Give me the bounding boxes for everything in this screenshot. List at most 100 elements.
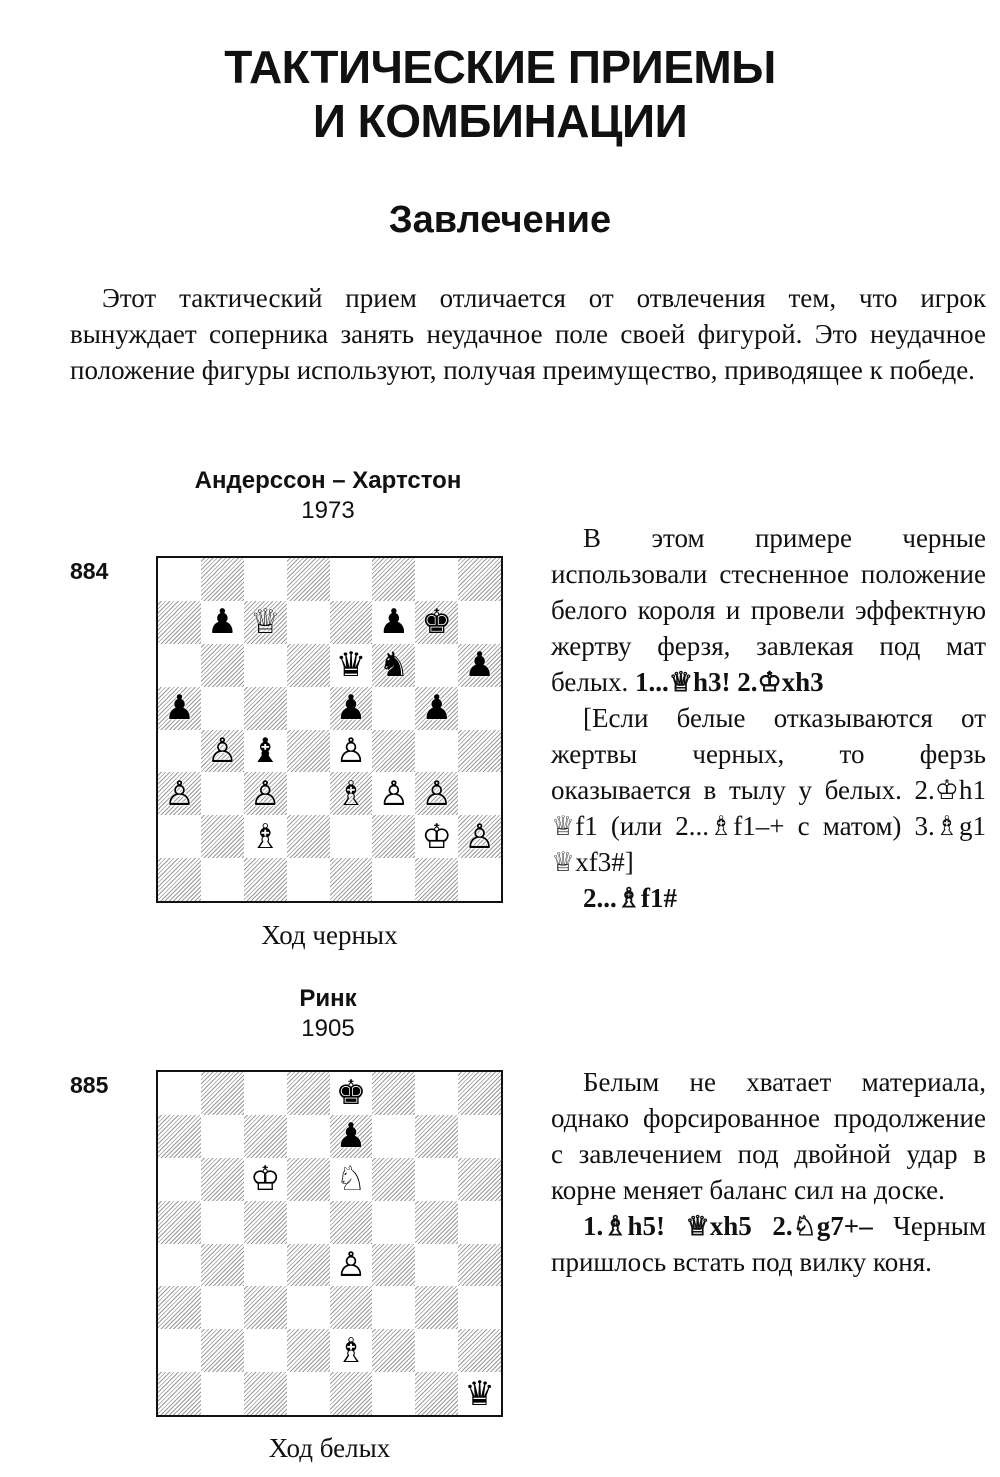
square-c6: ♔ (243, 1157, 287, 1201)
square-b6 (200, 643, 244, 687)
chess-piece-icon: ♙ (378, 773, 410, 814)
square-d2 (286, 815, 330, 859)
square-c2: ♗ (243, 815, 287, 859)
square-d6 (286, 1157, 330, 1201)
square-e7: ♟ (329, 1114, 373, 1158)
square-e5 (329, 1200, 373, 1244)
square-d3 (286, 772, 330, 816)
chess-piece-icon: ♝ (249, 730, 281, 771)
square-g2 (415, 1329, 459, 1373)
move-notation: 2...♗f1# (583, 883, 677, 913)
intro-paragraph: Этот тактический прием отличается от отв… (70, 280, 986, 388)
players: Андерссон – Хартстон (194, 467, 462, 494)
square-h6 (458, 1157, 501, 1201)
square-e6: ♛ (329, 643, 373, 687)
side-to-move-caption: Ход черных (261, 920, 398, 950)
square-e3: ♗ (329, 772, 373, 816)
square-a6 (158, 1157, 201, 1201)
square-b2 (200, 815, 244, 859)
square-d7 (286, 600, 330, 644)
chess-piece-icon: ♞ (378, 645, 410, 686)
square-d1 (286, 858, 330, 901)
square-b2 (200, 1329, 244, 1373)
square-d6 (286, 643, 330, 687)
square-a5: ♟ (158, 686, 201, 730)
square-f3: ♙ (372, 772, 416, 816)
square-c1 (243, 1372, 287, 1415)
square-b1 (200, 858, 244, 901)
square-e8 (329, 558, 373, 601)
square-g5 (415, 1200, 459, 1244)
square-h8 (458, 1072, 501, 1115)
variation-paragraph: [Если белые отказываются от жертвы черны… (551, 703, 986, 877)
square-d7 (286, 1114, 330, 1158)
square-e2 (329, 815, 373, 859)
chess-piece-icon: ♟ (378, 602, 410, 643)
square-b4 (200, 1243, 244, 1287)
square-d5 (286, 686, 330, 730)
chess-piece-icon: ♟ (164, 688, 195, 729)
chess-piece-icon: ♙ (335, 1244, 367, 1285)
square-g2: ♔ (415, 815, 459, 859)
game-header-884: Андерссон – Хартстон 1973 (100, 466, 556, 526)
square-f1 (372, 1372, 416, 1415)
chess-piece-icon: ♗ (335, 773, 367, 814)
square-e4: ♙ (329, 1243, 373, 1287)
chess-piece-icon: ♙ (207, 730, 238, 771)
commentary-885: Белым не хватает материала, однако форси… (551, 1064, 986, 1280)
square-h5 (458, 1200, 501, 1244)
chess-piece-icon: ♔ (421, 816, 452, 857)
square-h8 (458, 558, 501, 601)
chess-piece-icon: ♟ (335, 688, 367, 729)
square-e5: ♟ (329, 686, 373, 730)
diagram-number: 884 (70, 558, 109, 584)
square-f2 (372, 815, 416, 859)
chess-piece-icon: ♙ (421, 773, 452, 814)
square-d2 (286, 1329, 330, 1373)
square-f7: ♟ (372, 600, 416, 644)
square-e4: ♙ (329, 729, 373, 773)
square-c3 (243, 1286, 287, 1330)
square-g3 (415, 1286, 459, 1330)
chess-piece-icon: ♙ (335, 730, 367, 771)
square-g1 (415, 858, 459, 901)
square-b7 (200, 1114, 244, 1158)
move-notation: 1...♕h3! 2.♔xh3 (634, 667, 824, 697)
square-f5 (372, 1200, 416, 1244)
square-f5 (372, 686, 416, 730)
square-a4 (158, 729, 201, 773)
commentary-paragraph: В этом примере черные использовали стесн… (551, 523, 986, 697)
intro-text: Этот тактический прием отличается от отв… (70, 283, 986, 385)
square-b6 (200, 1157, 244, 1201)
square-h3 (458, 772, 501, 816)
chess-piece-icon: ♙ (249, 773, 281, 814)
square-g4 (415, 1243, 459, 1287)
chess-piece-icon: ♟ (464, 645, 495, 686)
square-c3: ♙ (243, 772, 287, 816)
side-to-move-caption: Ход белых (268, 1433, 391, 1463)
chapter-title-line1: ТАКТИЧЕСКИЕ ПРИЕМЫ (224, 41, 776, 93)
square-h1 (458, 858, 501, 901)
diagram-number: 885 (70, 1072, 109, 1098)
square-d8 (286, 558, 330, 601)
square-e8: ♚ (329, 1072, 373, 1115)
square-a5 (158, 1200, 201, 1244)
chess-piece-icon: ♚ (421, 602, 452, 643)
game-header-885: Ринк 1905 (100, 984, 556, 1044)
square-g3: ♙ (415, 772, 459, 816)
square-e1 (329, 1372, 373, 1415)
square-h5 (458, 686, 501, 730)
square-h1: ♛ (458, 1372, 501, 1415)
square-f7 (372, 1114, 416, 1158)
square-b5 (200, 1200, 244, 1244)
square-h4 (458, 729, 501, 773)
square-a2 (158, 815, 201, 859)
square-h3 (458, 1286, 501, 1330)
square-a3: ♙ (158, 772, 201, 816)
chess-piece-icon: ♙ (464, 816, 495, 857)
square-g1 (415, 1372, 459, 1415)
square-g7: ♚ (415, 600, 459, 644)
square-a6 (158, 643, 201, 687)
square-g6 (415, 1157, 459, 1201)
square-g5: ♟ (415, 686, 459, 730)
